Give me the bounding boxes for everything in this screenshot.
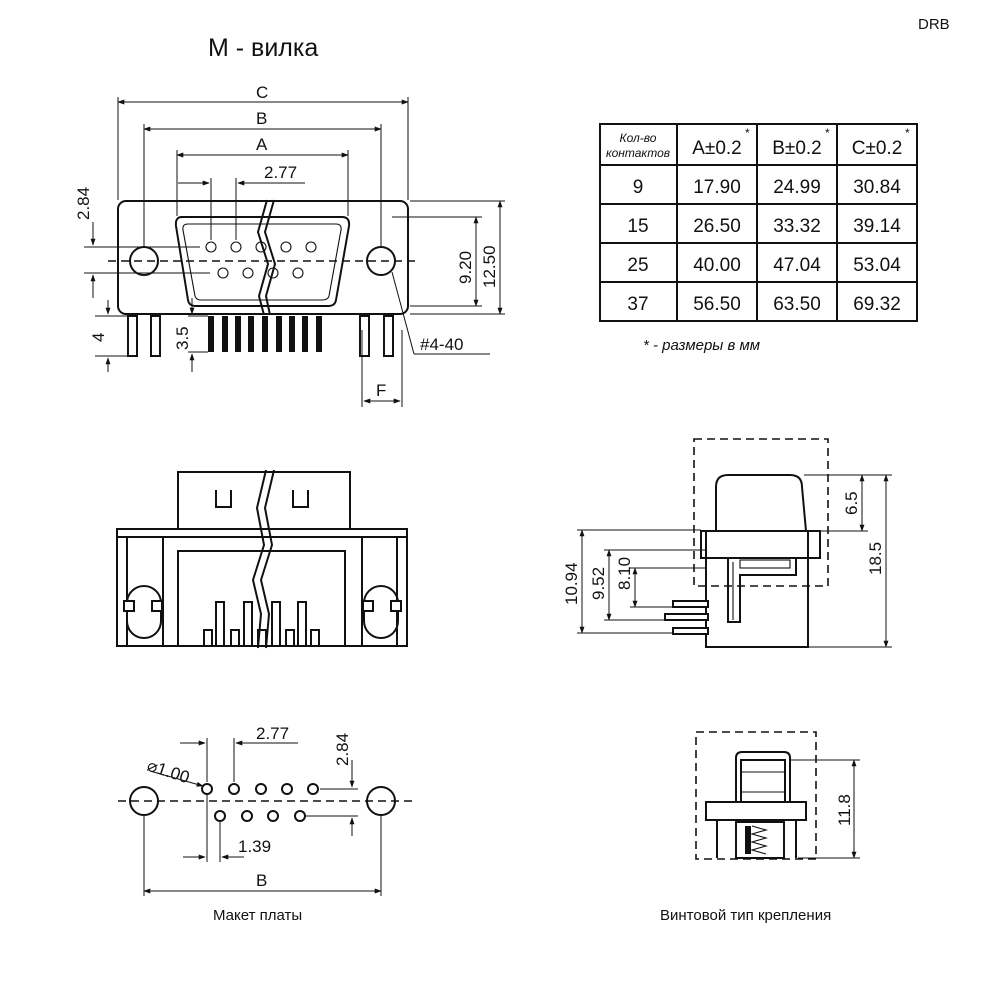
table-header-a: A±0.2 xyxy=(692,138,742,159)
front-break-line xyxy=(256,199,270,316)
table-header-c: C±0.2 xyxy=(852,138,903,159)
table-cell: 39.14 xyxy=(853,216,901,237)
table-note: * - размеры в мм xyxy=(643,337,760,354)
table-cell: 26.50 xyxy=(693,216,741,237)
dim-pitch-label: 2.77 xyxy=(264,163,297,182)
table-cell: 17.90 xyxy=(693,177,741,198)
table-header-c-asterisk: * xyxy=(905,126,910,140)
dim-185-label: 18.5 xyxy=(866,542,885,575)
dim-thread-label: #4-40 xyxy=(420,335,463,354)
front-d-shell-inner xyxy=(182,223,342,301)
top-pins xyxy=(203,601,320,647)
table-row: 9 17.90 24.99 30.84 xyxy=(633,177,901,198)
dim-a-label: A xyxy=(256,135,268,154)
dimension-table: Кол-во контактов A±0.2 B±0.2 C±0.2 * * *… xyxy=(599,123,918,322)
pcb-caption: Макет платы xyxy=(213,907,302,924)
table-cell: 47.04 xyxy=(773,255,821,276)
pcb-pitch-label: 2.77 xyxy=(256,724,289,743)
front-view: C B A 2.77 2.84 9.20 12.50 xyxy=(74,83,505,407)
top-view xyxy=(116,469,408,649)
table-row: 15 26.50 33.32 39.14 xyxy=(627,216,901,237)
table-cell: 53.04 xyxy=(853,255,901,276)
table-cell: 24.99 xyxy=(773,177,821,198)
table-cell: 40.00 xyxy=(693,255,741,276)
dim-1250-label: 12.50 xyxy=(480,245,499,288)
pcb-row-offset-label: 2.84 xyxy=(333,733,352,766)
pcb-hole-label: ⌀1.00 xyxy=(145,756,192,787)
dim-1094-label: 10.94 xyxy=(562,562,581,605)
table-cell: 69.32 xyxy=(853,294,901,315)
front-solder-pins xyxy=(208,316,322,352)
side-view: 10.94 9.52 8.10 6.5 18.5 xyxy=(562,438,892,648)
dim-c-label: C xyxy=(256,83,268,102)
dim-f-label: F xyxy=(376,381,386,400)
dim-920-label: 9.20 xyxy=(456,251,475,284)
table-cell: 37 xyxy=(627,294,648,315)
pcb-half-pitch-label: 1.39 xyxy=(238,837,271,856)
drawing-code: DRB xyxy=(918,16,950,33)
dim-b-label: B xyxy=(256,109,267,128)
drawing-title: M - вилка xyxy=(208,34,318,62)
dim-65-label: 6.5 xyxy=(842,491,861,515)
table-cell: 25 xyxy=(627,255,648,276)
table-cell: 9 xyxy=(633,177,644,198)
table-cell: 15 xyxy=(627,216,648,237)
table-header-b: B±0.2 xyxy=(772,138,822,159)
table-row: 37 56.50 63.50 69.32 xyxy=(627,294,900,315)
front-pin-grid xyxy=(205,241,317,279)
front-d-shell xyxy=(174,216,351,307)
screw-view: 11.8 Винтовой тип крепления xyxy=(660,731,860,924)
screw-caption: Винтовой тип крепления xyxy=(660,907,831,924)
pcb-holes xyxy=(201,783,319,822)
dim-810-label: 8.10 xyxy=(615,557,634,590)
table-cell: 30.84 xyxy=(853,177,901,198)
table-cell: 33.32 xyxy=(773,216,821,237)
dim-leg-label: 4 xyxy=(89,333,108,342)
table-cell: 63.50 xyxy=(773,294,821,315)
side-pins xyxy=(664,600,709,635)
table-header-b-asterisk: * xyxy=(825,126,830,140)
table-cell: 56.50 xyxy=(693,294,741,315)
table-row: 25 40.00 47.04 53.04 xyxy=(627,255,901,276)
pcb-layout: 2.77 2.84 ⌀1.00 1.39 B Макет платы xyxy=(118,724,412,924)
screw-thread xyxy=(745,825,769,855)
dim-pin-label: 3.5 xyxy=(173,326,192,350)
dim-row-offset-label: 2.84 xyxy=(74,187,93,220)
table-header-a-asterisk: * xyxy=(745,126,750,140)
pcb-b-label: B xyxy=(256,871,267,890)
dim-118-label: 11.8 xyxy=(835,794,854,826)
table-header-count-2: контактов xyxy=(606,146,670,160)
table-header-count-1: Кол-во xyxy=(620,131,657,145)
dim-952-label: 9.52 xyxy=(589,567,608,600)
